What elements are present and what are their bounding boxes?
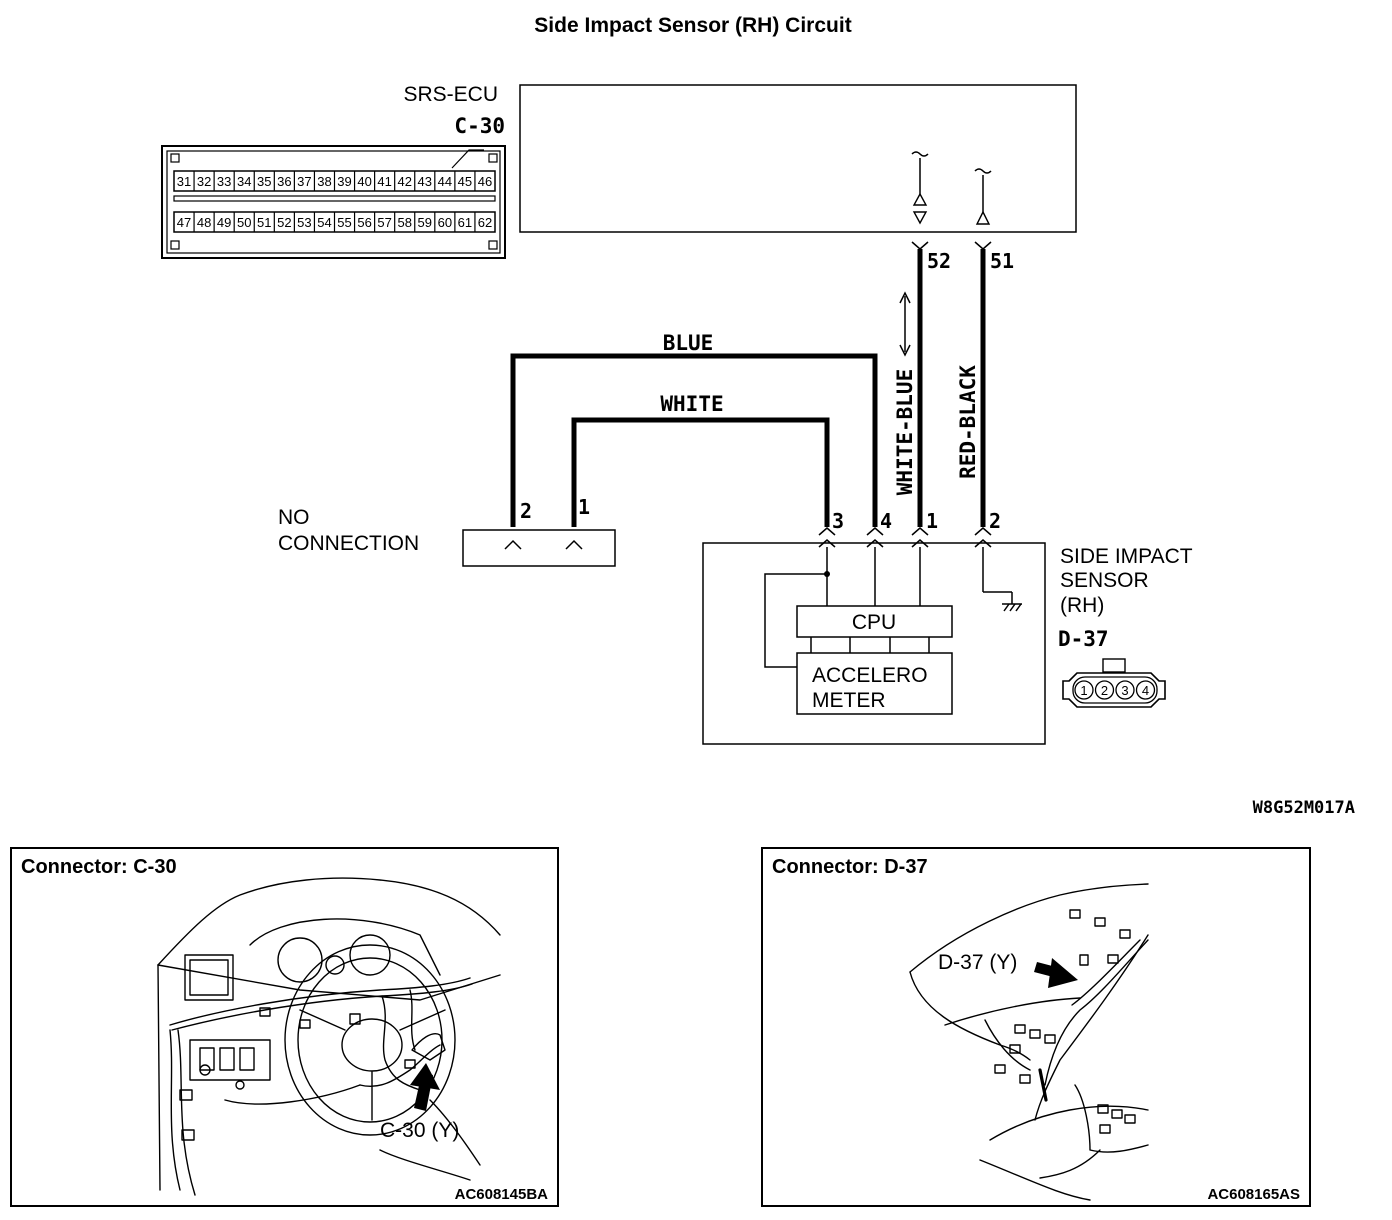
no-connection-label-2: CONNECTION [278, 532, 419, 555]
c30-pin-46: 46 [478, 174, 492, 189]
sensor-name-3: (RH) [1060, 594, 1104, 617]
c30-pin-39: 39 [337, 174, 351, 189]
vehicle-interior-illustration [909, 883, 1149, 1201]
c30-pin-38: 38 [317, 174, 331, 189]
bidirectional-arrow [899, 291, 911, 357]
sensor-pin-3-label: 3 [832, 509, 844, 533]
d37-pin-2: 2 [1101, 683, 1108, 698]
d37-pin-1: 1 [1080, 683, 1087, 698]
cpu-label: CPU [852, 611, 896, 634]
c30-pin-35: 35 [257, 174, 271, 189]
sensor-terminal-marks [818, 527, 992, 548]
wire-label-red-black: RED-BLACK [956, 365, 980, 479]
c30-pin-51: 51 [257, 215, 271, 230]
terminal-52-label: 52 [927, 249, 951, 273]
c30-figure-code: AC608145BA [455, 1186, 549, 1203]
d37-pin-circle-1 [1074, 680, 1094, 700]
ecu-label: SRS-ECU [403, 83, 498, 106]
c30-pin-33: 33 [217, 174, 231, 189]
sensor-pin-1-label: 1 [926, 509, 938, 533]
sensor-pin-4-label: 4 [880, 509, 892, 533]
c30-pin-60: 60 [438, 215, 452, 230]
ecu-connector-id: C-30 [454, 114, 505, 138]
diagram-title: Side Impact Sensor (RH) Circuit [534, 14, 851, 37]
c30-pin-45: 45 [458, 174, 472, 189]
c30-pin-48: 48 [197, 215, 211, 230]
d37-pin-3: 3 [1121, 683, 1128, 698]
c30-pin-54: 54 [317, 215, 331, 230]
d37-harness-stroke [1038, 1068, 1048, 1102]
c30-pin-62: 62 [478, 215, 492, 230]
c30-pin-42: 42 [397, 174, 411, 189]
c30-pin-57: 57 [377, 215, 391, 230]
c30-pin-34: 34 [237, 174, 251, 189]
c30-arrow-icon [410, 1063, 440, 1111]
c30-pin-52: 52 [277, 215, 291, 230]
sensor-name-2: SENSOR [1060, 569, 1149, 592]
c30-pin-56: 56 [357, 215, 371, 230]
c30-connector-face [161, 145, 506, 259]
d37-pin-circle-2 [1094, 680, 1115, 700]
ecu-box [519, 84, 1077, 233]
d37-figure-code: AC608165AS [1207, 1186, 1300, 1203]
c30-pin-55: 55 [337, 215, 351, 230]
wire-label-white: WHITE [660, 392, 723, 416]
d37-arrow-icon [1034, 958, 1078, 988]
d37-pin-circle-3 [1115, 680, 1135, 700]
c30-pin-61: 61 [458, 215, 472, 230]
wire-label-white-blue: WHITE-BLUE [893, 369, 917, 495]
accelerometer-label-2: METER [812, 689, 886, 712]
d37-callout: D-37 (Y) [938, 951, 1017, 974]
c30-pin-32: 32 [197, 174, 211, 189]
nc-terminal-2-mark [504, 539, 522, 550]
terminal-51-mark [974, 241, 992, 250]
terminal-51-label: 51 [990, 249, 1014, 273]
nc-terminal-1-mark [565, 539, 583, 550]
c30-callout: C-30 (Y) [380, 1119, 459, 1142]
connector-d37-panel [761, 847, 1311, 1207]
sensor-pin-2-label: 2 [989, 509, 1001, 533]
c30-pin-40: 40 [357, 174, 371, 189]
c30-pin-49: 49 [217, 215, 231, 230]
connector-d37-title: Connector: D-37 [772, 856, 928, 878]
c30-pin-43: 43 [418, 174, 432, 189]
nc-pin-2-label: 2 [520, 499, 532, 523]
ecu-bidirectional-symbol [911, 151, 929, 225]
c30-pin-59: 59 [418, 215, 432, 230]
dashboard-illustration [157, 877, 501, 1196]
wire-label-blue: BLUE [663, 331, 714, 355]
accelerometer-label-1: ACCELERO [812, 664, 928, 687]
c30-pin-36: 36 [277, 174, 291, 189]
wire-white [571, 417, 830, 527]
nc-pin-1-label: 1 [578, 495, 590, 519]
ecu-output-symbol [974, 168, 992, 225]
wire-blue [510, 353, 878, 527]
sensor-name-1: SIDE IMPACT [1060, 545, 1193, 568]
sensor-connector-id: D-37 [1058, 627, 1109, 651]
c30-pin-44: 44 [438, 174, 452, 189]
cpu-box [796, 605, 953, 638]
sensor-internal-wiring [764, 547, 1022, 668]
c30-pin-53: 53 [297, 215, 311, 230]
c30-pin-50: 50 [237, 215, 251, 230]
connector-c30-title: Connector: C-30 [21, 856, 177, 878]
c30-pin-31: 31 [177, 174, 191, 189]
d37-pin-circle-4 [1135, 680, 1156, 700]
c30-pin-41: 41 [377, 174, 391, 189]
c30-pin-37: 37 [297, 174, 311, 189]
no-connection-box [462, 529, 616, 567]
d37-pin-4: 4 [1142, 683, 1149, 698]
accelerometer-box [796, 652, 953, 715]
terminal-52-mark [911, 241, 929, 250]
c30-pin-47: 47 [177, 215, 191, 230]
no-connection-label-1: NO [278, 506, 310, 529]
connector-c30-panel [10, 847, 559, 1207]
c30-pin-58: 58 [397, 215, 411, 230]
diagram-code: W8G52M017A [1253, 798, 1355, 818]
